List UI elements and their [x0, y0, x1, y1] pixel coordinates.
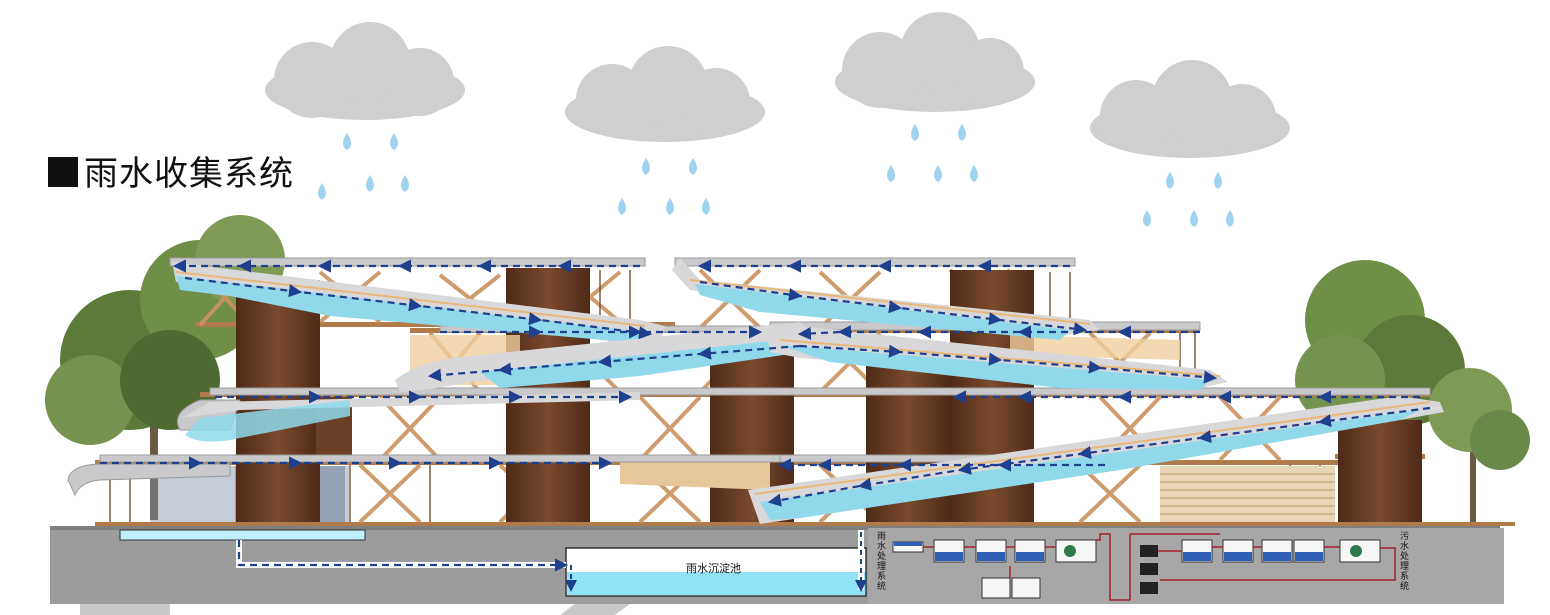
raindrop-icon	[1166, 172, 1174, 189]
raindrop-icon	[642, 158, 650, 175]
raindrop-icon	[958, 124, 966, 141]
raindrop-icon	[618, 198, 626, 215]
title-square-icon	[48, 157, 78, 187]
cloud-icon	[265, 22, 465, 120]
rain-clouds	[265, 12, 1290, 158]
raindrop-icon	[666, 198, 674, 215]
raindrop-icon	[970, 165, 978, 182]
rain-system-label: 雨水处理系统	[877, 532, 887, 592]
raindrop-icon	[401, 175, 409, 192]
cloud-icon	[565, 46, 765, 142]
raindrop-icon	[702, 198, 710, 215]
raindrop-icon	[934, 165, 942, 182]
rainwater-flow-arrows	[100, 259, 1431, 507]
raindrop-icon	[318, 183, 326, 200]
treatment-schematic	[892, 533, 1396, 601]
ground-section	[50, 526, 1504, 615]
underground-flow	[236, 530, 867, 592]
raindrop-icon	[1143, 210, 1151, 227]
page-title: 雨水收集系统	[48, 146, 294, 195]
raindrop-icon	[390, 133, 398, 150]
cloud-icon	[835, 12, 1035, 112]
raindrop-icon	[343, 133, 351, 150]
raindrop-icon	[366, 175, 374, 192]
raindrop-icon	[1214, 172, 1222, 189]
raindrop-icon	[1226, 210, 1234, 227]
raindrop-icon	[887, 165, 895, 182]
raindrop-icon	[689, 158, 697, 175]
page-title-text: 雨水收集系统	[84, 154, 294, 194]
raindrop-icon	[1190, 210, 1198, 227]
raindrop-icon	[911, 124, 919, 141]
column	[1338, 420, 1422, 522]
cloud-icon	[1090, 60, 1290, 158]
sedimentation-tank-label: 雨水沉淀池	[686, 562, 741, 575]
sewage-system-label: 污水处理系统	[1400, 532, 1410, 592]
rain-drops	[318, 124, 1234, 227]
